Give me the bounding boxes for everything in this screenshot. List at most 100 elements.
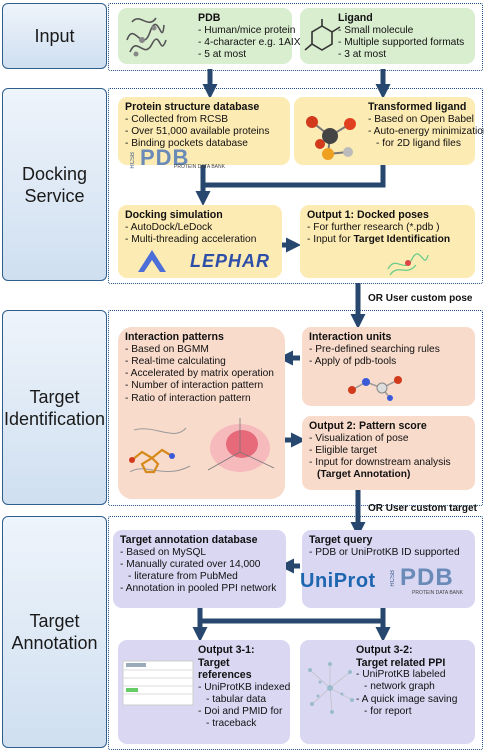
interaction-units-item: Pre-defined searching rules — [309, 344, 468, 356]
output32-title: Output 3-2: — [356, 644, 413, 656]
output31-item: Doi and PMID for — [198, 706, 283, 718]
annotation-db-box: Target annotation database Based on MySQ… — [113, 530, 286, 608]
output1-item: Input for Target Identification — [307, 234, 468, 246]
output31-item: traceback — [198, 718, 283, 730]
uniprot-logo: UniProt — [300, 570, 376, 593]
ligand-item: 3 at most — [338, 49, 468, 61]
ligand-title: Ligand — [338, 12, 373, 24]
annotation-db-item: literature from PubMed — [120, 571, 279, 583]
transformed-ligand-title: Transformed ligand — [368, 101, 467, 113]
autodock-logo-icon — [138, 250, 166, 272]
stage-input: Input — [2, 3, 107, 69]
arrow-split-to-outputs — [197, 603, 386, 624]
input-frame — [108, 3, 483, 71]
output1-item: For further research (*.pdb ) — [307, 222, 468, 234]
output32-item: A quick image saving — [356, 694, 468, 706]
protein-db-item: Over 51,000 available proteins — [125, 126, 283, 138]
output32-item: for report — [356, 706, 468, 718]
stage-input-label: Input — [34, 26, 75, 46]
pdb-title: PDB — [198, 12, 221, 24]
uniprot-text: UniProt — [300, 570, 376, 592]
interaction-pose-icon — [129, 427, 191, 474]
output32-box: Output 3-2: Target related PPI UniProtKB… — [300, 640, 475, 744]
stage-docking-line1: Docking — [21, 163, 88, 184]
output2-box: Output 2: Pattern score Visualization of… — [302, 416, 475, 490]
output1-item-text: Input for — [313, 233, 351, 245]
docking-frame — [108, 88, 483, 284]
reference-table-icon — [122, 660, 194, 706]
target-query-title: Target query — [309, 534, 373, 546]
pdb-input-box: PDB Human/mice protein 4-character e.g. … — [118, 8, 301, 64]
interaction-patterns-item: Number of interaction pattern — [125, 380, 278, 392]
pdb-item: 5 at most — [198, 49, 285, 61]
annotation-db-item: Annotation in pooled PPI network — [120, 583, 279, 595]
docking-sim-item: Multi-threading acceleration — [125, 234, 275, 246]
output2-title: Output 2: Pattern score — [309, 420, 427, 432]
pdb-logo-sub-large: PROTEIN DATA BANK — [412, 590, 463, 596]
rcsb-text-large: RCSB — [390, 570, 396, 587]
protein-ribbon-icon — [126, 17, 167, 57]
annotation-db-item: Based on MySQL — [120, 547, 279, 559]
stage-ti-line1: Target — [29, 386, 80, 407]
output31-title: Output 3-1: — [198, 644, 255, 656]
docking-simulation-box: Docking simulation AutoDock/LeDock Multi… — [118, 205, 282, 278]
annotation-db-title: Target annotation database — [120, 534, 258, 546]
ligand-input-box: Ligand Small molecule Multiple supported… — [300, 8, 475, 64]
interaction-patterns-item: Accelerated by matrix operation — [125, 368, 278, 380]
protein-db-item: Collected from RCSB — [125, 114, 283, 126]
output1-title: Output 1: Docked poses — [307, 209, 429, 221]
transformed-ligand-item: Based on Open Babel — [368, 114, 474, 126]
interaction-patterns-title: Interaction patterns — [125, 331, 224, 343]
transformed-ligand-item: Auto-energy minimization — [368, 126, 484, 138]
output1-box: Output 1: Docked poses For further resea… — [300, 205, 475, 278]
interaction-units-icon — [348, 376, 402, 401]
stage-ta-line1: Target — [29, 611, 80, 631]
pdb-logo-sub: PROTEIN DATA BANK — [174, 164, 225, 170]
pattern-cloud-icon — [207, 418, 275, 472]
transformed-ligand-item: for 2D ligand files — [368, 138, 468, 150]
interaction-patterns-item: Based on BGMM — [125, 344, 278, 356]
rcsb-text: RCSB — [130, 152, 136, 169]
ppi-network-icon — [308, 662, 354, 714]
interaction-units-box: Interaction units Pre-defined searching … — [302, 327, 475, 406]
molecule-icon — [304, 19, 341, 51]
protein-db-box: Protein structure database Collected fro… — [118, 97, 290, 165]
protein-db-item: Binding pockets database — [125, 138, 283, 150]
output32-item: UniProtKB labeled — [356, 669, 468, 681]
stage-ti-line2: Identification — [3, 408, 106, 429]
output2-bold-line: (Target Annotation) — [317, 469, 411, 481]
target-query-box: Target query PDB or UniProtKB ID support… — [302, 530, 475, 608]
output32-title2: Target related PPI — [356, 656, 446, 669]
arrow-merge-to-docking — [200, 165, 386, 188]
custom-target-note: OR User custom target — [368, 503, 477, 514]
target-identification-frame — [108, 310, 483, 506]
output2-item: Input for downstream analysis — [309, 457, 468, 469]
output1-bold-tail: Target Identification — [353, 233, 451, 245]
pdb-logo-large: RCSB PDB PROTEIN DATA BANK — [390, 564, 474, 598]
docking-sim-title: Docking simulation — [125, 209, 223, 221]
output2-item: Visualization of pose — [309, 433, 468, 445]
docking-sim-item: AutoDock/LeDock — [125, 222, 275, 234]
output31-item: tabular data — [198, 694, 283, 706]
custom-pose-note: OR User custom pose — [368, 293, 473, 304]
output31-item: UniProtKB indexed — [198, 682, 290, 694]
interaction-patterns-item: Ratio of interaction pattern — [125, 393, 278, 405]
annotation-db-item: Manually curated over 14,000 — [120, 559, 279, 571]
interaction-units-item: Apply of pdb-tools — [309, 356, 468, 368]
pdb-logo-text-large: PDB — [400, 564, 454, 591]
pdb-item: Human/mice protein — [198, 25, 295, 37]
output2-item: Eligible target — [309, 445, 468, 457]
pdb-logo-text: PDB — [140, 145, 190, 170]
protein-db-title: Protein structure database — [125, 101, 260, 113]
stage-ta-line2: Annotation — [11, 633, 98, 653]
target-query-item: PDB or UniProtKB ID supported — [309, 547, 468, 559]
docked-pose-icon — [387, 253, 429, 276]
pdb-logo-small: RCSB PDB PROTEIN DATA BANK — [130, 145, 270, 171]
interaction-patterns-item: Real-time calculating — [125, 356, 278, 368]
ligand-item: Small molecule — [338, 25, 468, 37]
output32-item: network graph — [356, 681, 468, 693]
